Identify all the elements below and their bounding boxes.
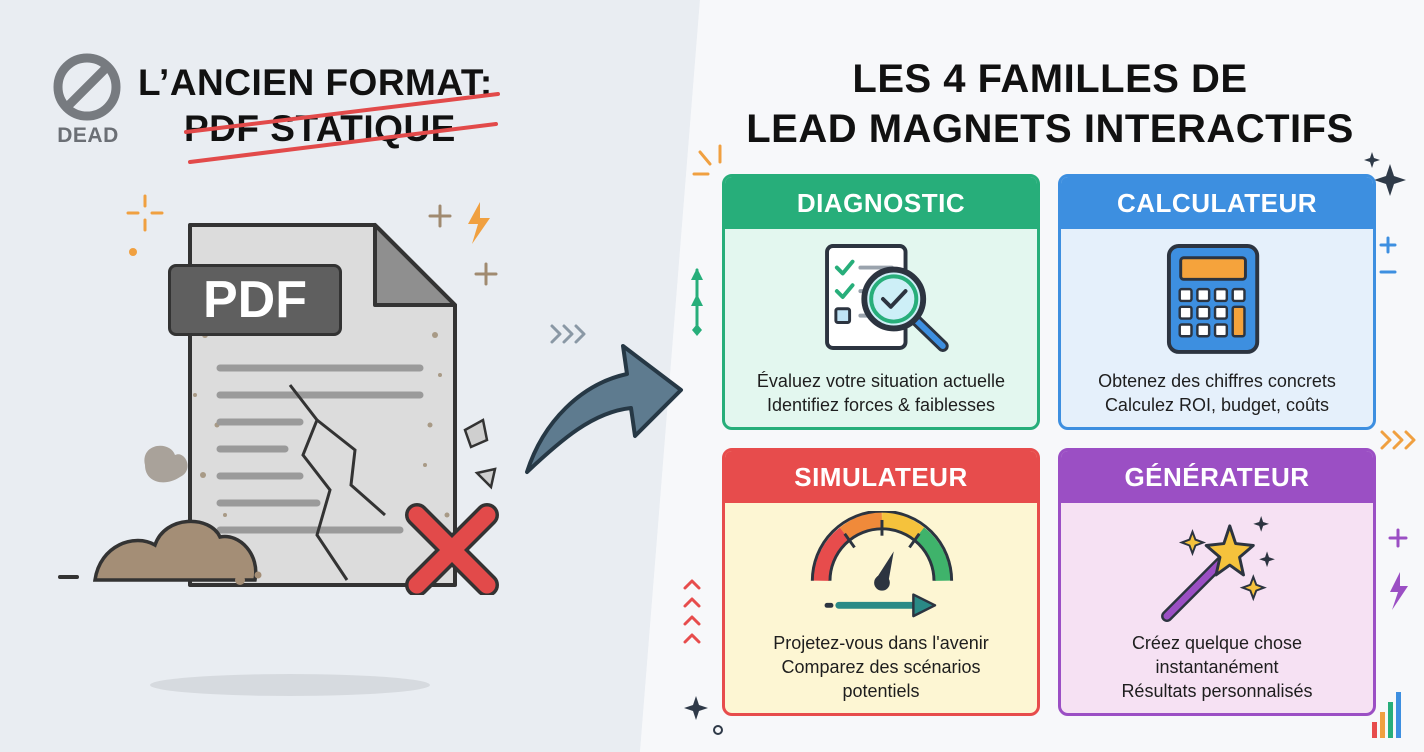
card-diagnostic-line1: Évaluez votre situation actuelle [756, 371, 1006, 391]
card-simulateur-line2: Comparez des scénarios [781, 657, 981, 677]
chevrons-right-icon [550, 324, 586, 344]
speedometer-icon [810, 511, 954, 618]
shadow [150, 674, 430, 696]
card-simulateur-description: Projetez-vous dans l'avenir Comparez des… [731, 631, 1031, 703]
card-calculateur: CALCULATEUR Obtenez des chiffres concret… [1058, 174, 1376, 430]
decorative-sparkles-left [126, 194, 498, 286]
pdf-label: PDF [168, 264, 342, 336]
old-format-title-line1: L’ANCIEN FORMAT: [138, 62, 493, 103]
card-simulateur-line3: potentiels [842, 681, 920, 701]
checklist-magnifier-icon [825, 244, 949, 352]
main-title: LES 4 FAMILLES DE LEAD MAGNETS INTERACTI… [700, 54, 1400, 154]
decorative-accents-right [683, 144, 1416, 738]
card-simulateur-line1: Projetez-vous dans l'avenir [773, 633, 989, 653]
curved-arrow-icon [525, 344, 683, 474]
card-calculateur-line1: Obtenez des chiffres concrets [1098, 371, 1336, 391]
strikethrough-lines [184, 92, 500, 164]
card-generateur-description: Créez quelque chose instantanément Résul… [1067, 631, 1367, 703]
card-generateur-line3: Résultats personnalisés [1121, 681, 1313, 701]
main-title-line2: LEAD MAGNETS INTERACTIFS [746, 107, 1354, 151]
card-generateur-line2: instantanément [1155, 657, 1279, 677]
prohibited-icon [53, 53, 121, 121]
card-generateur-title: GÉNÉRATEUR [1061, 451, 1373, 503]
card-diagnostic-line2: Identifiez forces & faiblesses [766, 395, 996, 415]
main-title-line1: LES 4 FAMILLES DE [852, 57, 1248, 101]
card-diagnostic-title: DIAGNOSTIC [725, 177, 1037, 229]
card-generateur-line1: Créez quelque chose [1131, 633, 1303, 653]
card-calculateur-description: Obtenez des chiffres concrets Calculez R… [1067, 369, 1367, 417]
card-calculateur-line2: Calculez ROI, budget, coûts [1104, 395, 1330, 415]
card-generateur: GÉNÉRATEUR Créez quelque chose instantan… [1058, 448, 1376, 716]
card-diagnostic-description: Évaluez votre situation actuelle Identif… [731, 369, 1031, 417]
calculator-icon [1166, 244, 1260, 354]
card-simulateur: SIMULATEUR Projetez-vous dans l'avenir C… [722, 448, 1040, 716]
old-format-title: L’ANCIEN FORMAT: PDF STATIQUE [138, 60, 558, 152]
card-calculateur-title: CALCULATEUR [1061, 177, 1373, 229]
card-diagnostic: DIAGNOSTIC Évaluez votre situation actue… [722, 174, 1040, 430]
magic-wand-icon [1161, 516, 1275, 623]
card-simulateur-title: SIMULATEUR [725, 451, 1037, 503]
dead-label: DEAD [57, 124, 119, 147]
